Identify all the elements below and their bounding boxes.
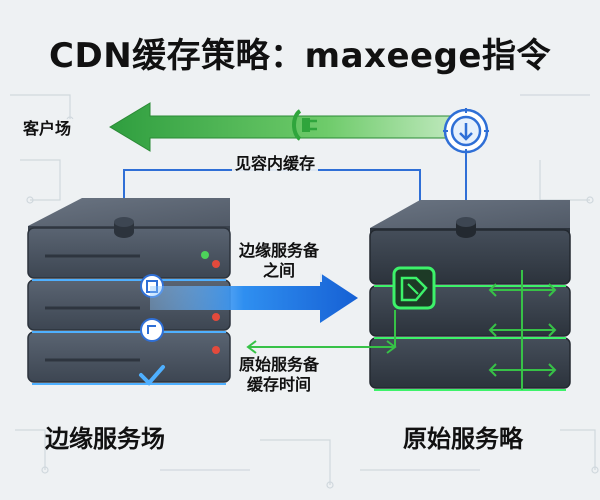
plug-icon [292,109,317,141]
label-origin-server: 原始服务略 [403,425,523,453]
label-between-edge-line2: 之间 [236,261,323,282]
page-title: CDN缓存策略：maxeege指令 [49,36,551,76]
label-between-edge: 边缘服务备 之间 [236,241,323,282]
return-to-client-arrow [109,102,471,152]
download-circle-icon [443,108,489,154]
label-origin-cache-line2: 缓存时间 [236,375,323,396]
origin-green-arrows [488,270,557,390]
edge-server-badge-middle [140,318,164,342]
label-client: 客户场 [20,119,75,140]
label-origin-cache: 原始服务备 缓存时间 [236,355,323,396]
edge-server [27,198,231,385]
edge-to-origin-arrow [150,273,358,323]
circuit-background [10,94,599,489]
cache-time-connector [246,310,397,354]
label-cache-content: 见容内缓存 [232,154,319,175]
label-between-edge-line1: 边缘服务备 [236,241,323,262]
label-edge-server: 边缘服务场 [45,425,165,453]
chip-icon [392,266,436,310]
check-icon [139,365,165,386]
label-origin-cache-line1: 原始服务备 [236,355,323,376]
